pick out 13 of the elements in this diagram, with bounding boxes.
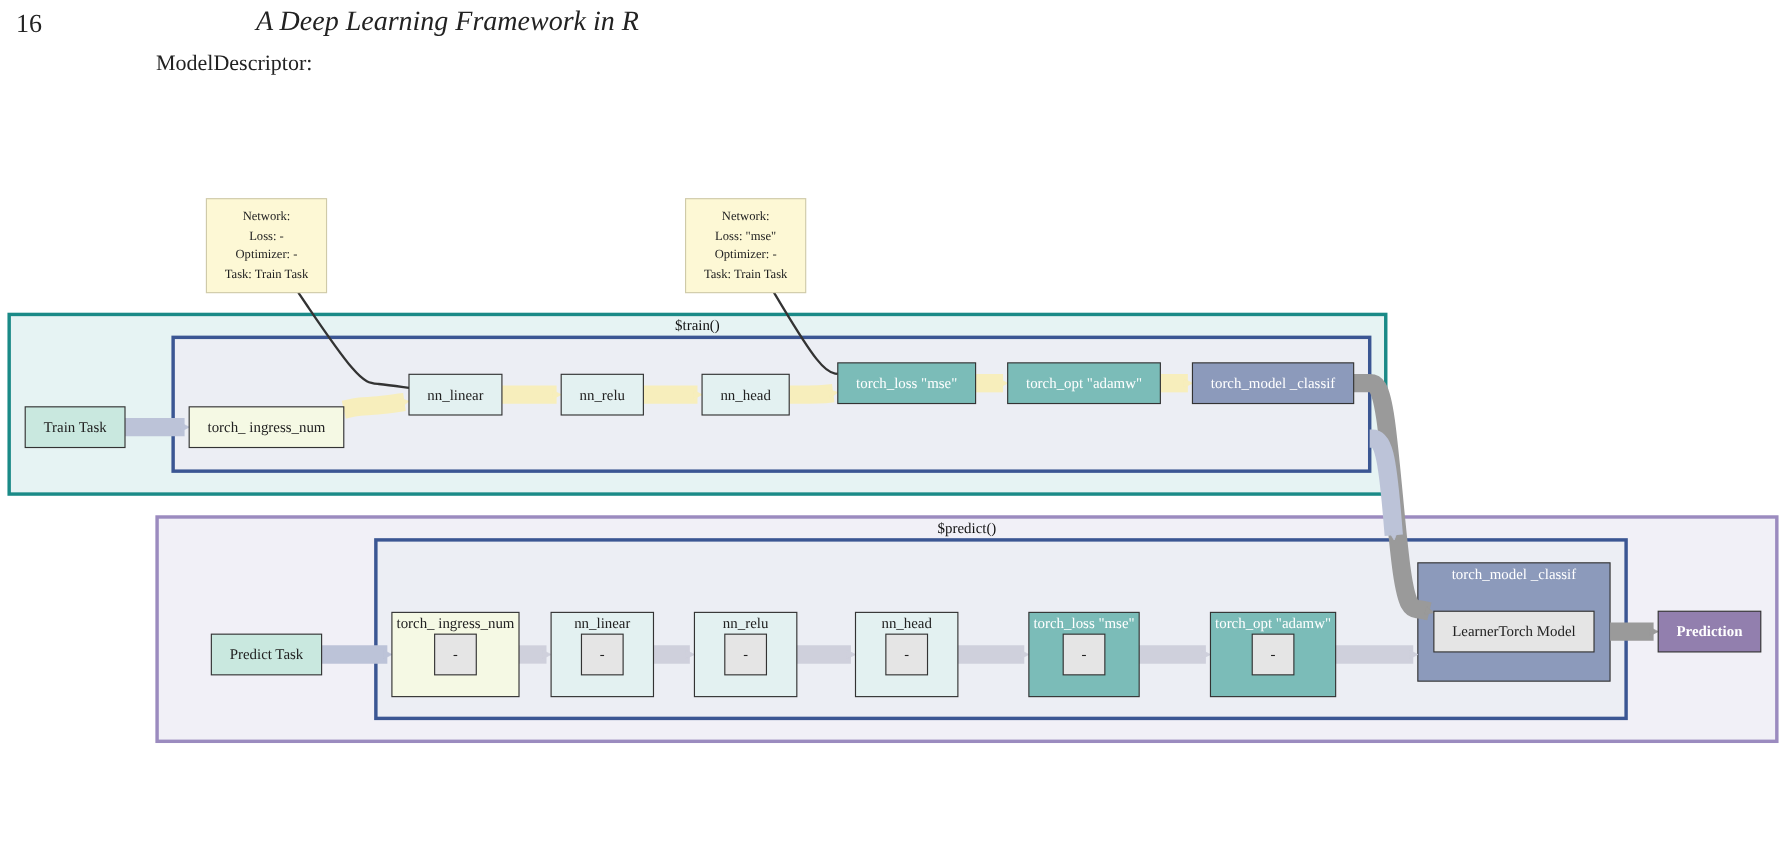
connector xyxy=(773,292,838,376)
cluster xyxy=(171,335,1372,473)
arrow xyxy=(954,645,1030,664)
arrow xyxy=(318,645,395,664)
arrow xyxy=(1332,645,1421,664)
arrow xyxy=(337,392,410,419)
cluster xyxy=(374,538,1628,721)
arrow xyxy=(498,385,563,404)
running-header: A Deep Learning Framework in R xyxy=(256,8,639,40)
page-number: 16 xyxy=(16,8,42,40)
annotation-label: ModelDescriptor: xyxy=(156,52,313,76)
connector xyxy=(297,292,410,390)
arrow xyxy=(1136,645,1211,664)
